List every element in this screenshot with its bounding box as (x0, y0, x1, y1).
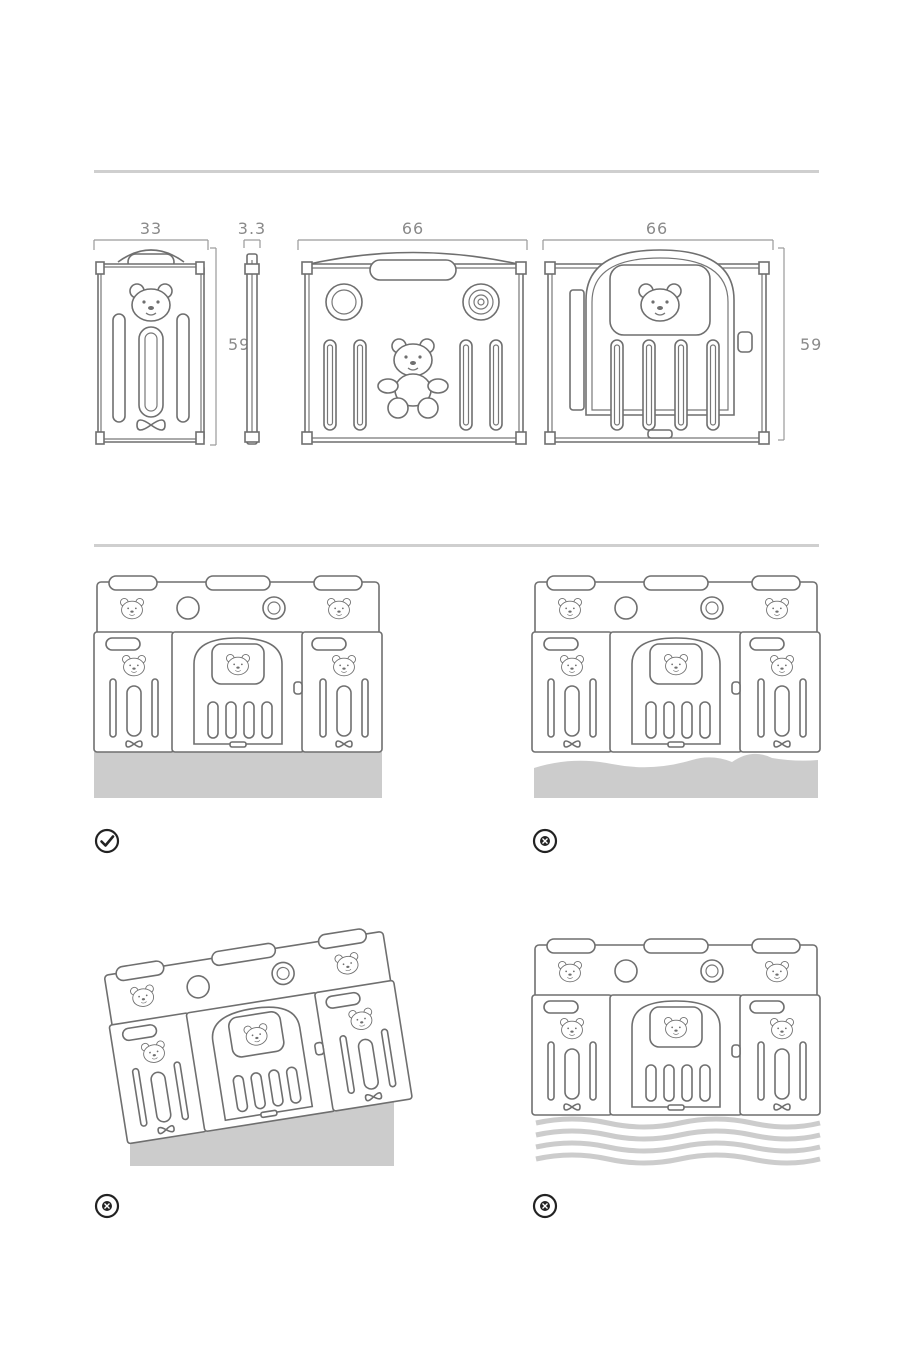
dim-door-panel-width: 66 (646, 219, 668, 238)
dim-panel-thickness: 3.3 (238, 219, 266, 238)
activity-panel-drawing: 66 (298, 219, 527, 444)
panel-thickness-drawing: 3.3 (238, 219, 266, 444)
panel-dimension-diagram: 33 59 3.3 66 (0, 210, 914, 510)
flat-ground-surface (94, 752, 382, 798)
door-panel-drawing: 66 59 (543, 219, 822, 444)
cross-circle-icon (532, 1193, 558, 1219)
scenario-wavy-ground (532, 935, 832, 1175)
cross-circle-icon (532, 828, 558, 854)
scenario-sloped-ground (94, 910, 414, 1170)
side-panel-drawing: 33 59 (94, 219, 250, 445)
check-circle-icon (94, 828, 120, 854)
middle-divider (94, 544, 819, 547)
uneven-ground-surface (534, 754, 818, 798)
top-divider (94, 170, 819, 173)
dim-side-panel-width: 33 (140, 219, 162, 238)
scenario-flat-ground (94, 572, 394, 812)
scenario-uneven-ground (532, 572, 832, 812)
dim-panel-height-right: 59 (800, 335, 822, 354)
cross-circle-icon (94, 1193, 120, 1219)
dim-activity-panel-width: 66 (402, 219, 424, 238)
wavy-ground-surface (536, 1119, 820, 1163)
